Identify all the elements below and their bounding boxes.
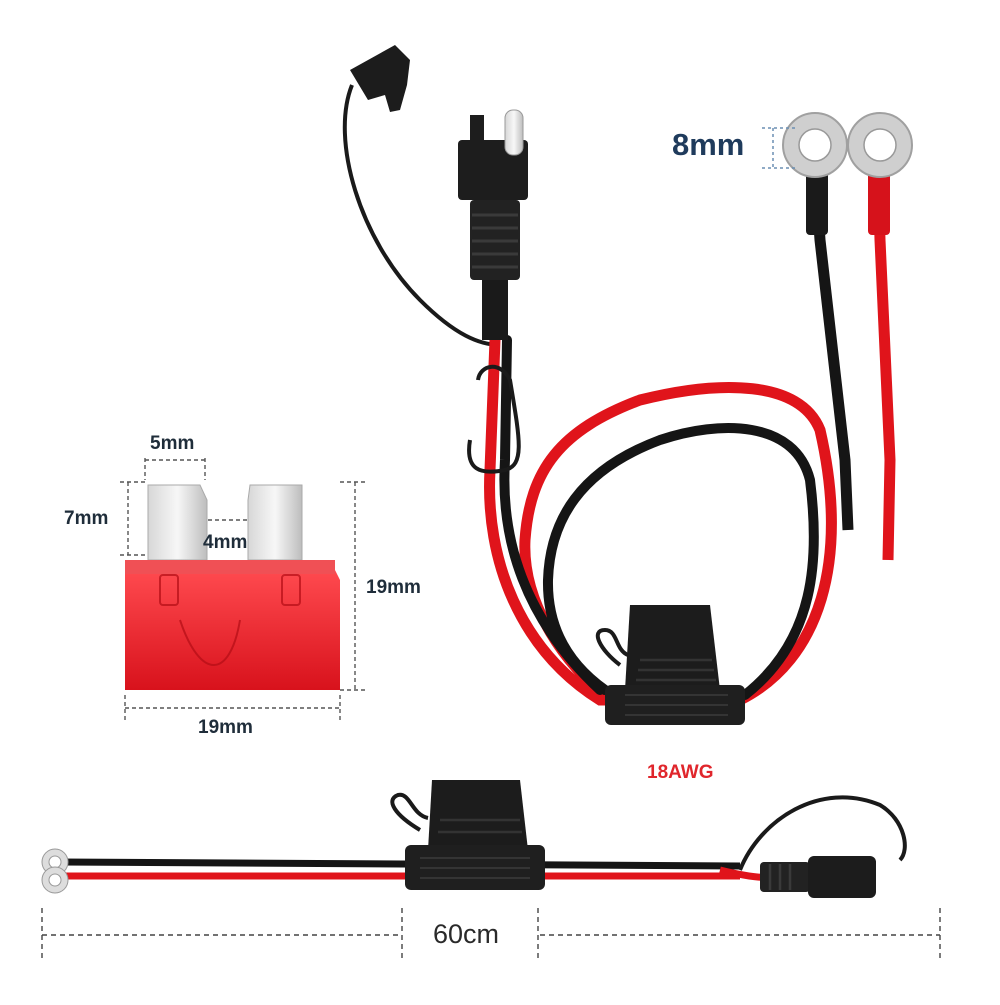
black-wire-loop (499, 335, 819, 700)
total-length-label: 60cm (433, 919, 500, 949)
sae-dust-cap (342, 45, 501, 347)
ring-size-label: 8mm (672, 127, 745, 162)
tab-height-label: 7mm (64, 508, 109, 529)
ring-terminals-bottom (41, 848, 69, 894)
sae-connector-bottom (719, 795, 907, 898)
fuse-height-label: 19mm (366, 577, 421, 598)
red-wire-loop (484, 334, 837, 706)
inline-fuse-holder (595, 605, 745, 725)
ring-terminal-black (782, 112, 848, 235)
fuse-dimension-lines (120, 458, 365, 720)
tab-width-label: 5mm (150, 433, 195, 454)
harness-straight (41, 780, 941, 960)
ring-terminal-red (847, 112, 913, 235)
tab-gap-label: 4mm (203, 532, 248, 553)
harness-coiled (342, 45, 913, 725)
fuse-width-label: 19mm (198, 717, 253, 738)
wire-gauge-label: 18AWG (647, 762, 714, 783)
blade-fuse (120, 458, 365, 720)
ring-dimension-marker (762, 127, 795, 169)
inline-fuse-holder-bottom (390, 780, 545, 890)
sae-connector (458, 109, 528, 340)
length-dimension-lines (41, 908, 941, 960)
